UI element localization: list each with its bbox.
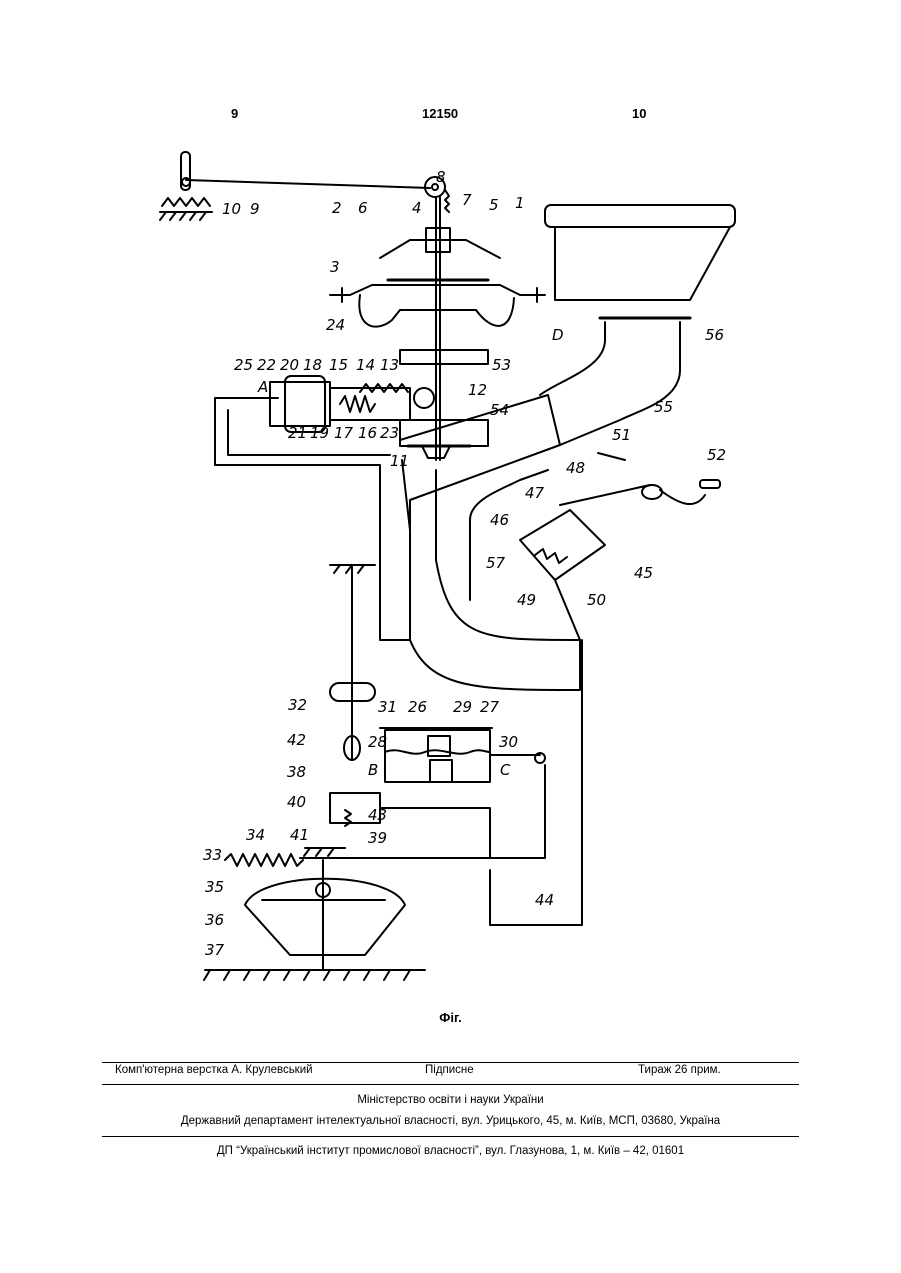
- label-14: 14: [356, 356, 375, 374]
- label-15: 15: [329, 356, 348, 374]
- label-1: 1: [515, 194, 525, 212]
- label-D: D: [552, 326, 564, 344]
- label-47: 47: [525, 484, 545, 502]
- label-9: 9: [250, 200, 260, 218]
- label-51: 51: [612, 426, 631, 444]
- label-50: 50: [587, 591, 606, 609]
- pulley-assembly: [425, 177, 449, 460]
- label-56: 56: [705, 326, 724, 344]
- label-42: 42: [287, 731, 306, 749]
- footer-ministry: Міністерство освіти і науки України: [102, 1094, 799, 1106]
- label-20: 20: [280, 356, 299, 374]
- label-35: 35: [205, 878, 224, 896]
- footer-layout-credit: Комп'ютерна верстка А. Крулевський: [115, 1064, 313, 1076]
- label-C: C: [500, 761, 511, 779]
- label-6: 6: [358, 199, 368, 217]
- label-27: 27: [480, 698, 500, 716]
- label-29: 29: [453, 698, 472, 716]
- label-54: 54: [490, 401, 509, 419]
- footer-signed: Підписне: [425, 1064, 474, 1076]
- figure-labels: 9 10 8 7 5 1 4 6 2 3 24 D 53 12 54 25 22…: [203, 168, 726, 959]
- label-26: 26: [408, 698, 427, 716]
- figure-caption: Фіг.: [0, 1010, 901, 1025]
- label-24: 24: [326, 316, 345, 334]
- label-30: 30: [499, 733, 518, 751]
- label-28: 28: [368, 733, 387, 751]
- label-2: 2: [332, 199, 342, 217]
- sector-assembly: [204, 848, 490, 980]
- label-25: 25: [234, 356, 253, 374]
- label-41: 41: [290, 826, 309, 844]
- label-19: 19: [310, 424, 329, 442]
- label-13: 13: [380, 356, 399, 374]
- label-3: 3: [330, 258, 340, 276]
- footer-rule-middle: [102, 1084, 799, 1085]
- label-33: 33: [203, 846, 222, 864]
- label-21: 21: [288, 424, 307, 442]
- label-31: 31: [378, 698, 397, 716]
- label-37: 37: [205, 941, 225, 959]
- label-40: 40: [287, 793, 306, 811]
- actuator-assembly: [520, 453, 720, 640]
- label-17: 17: [334, 424, 354, 442]
- label-45: 45: [634, 564, 653, 582]
- label-46: 46: [490, 511, 509, 529]
- label-52: 52: [707, 446, 726, 464]
- label-39: 39: [368, 829, 387, 847]
- label-23: 23: [380, 424, 399, 442]
- label-4: 4: [412, 199, 422, 217]
- footer-institute: ДП “Український інститут промислової вла…: [102, 1145, 799, 1157]
- label-5: 5: [489, 196, 499, 214]
- label-43: 43: [368, 806, 387, 824]
- lever-assembly-top-left: [160, 152, 430, 220]
- label-A: A: [257, 378, 268, 396]
- diaphragm-housing: [330, 228, 545, 327]
- label-57: 57: [486, 554, 506, 572]
- label-48: 48: [566, 459, 585, 477]
- footer-circulation: Тираж 26 прим.: [638, 1064, 721, 1076]
- label-10: 10: [222, 200, 241, 218]
- label-36: 36: [205, 911, 224, 929]
- footer-rule-top: [102, 1062, 799, 1063]
- label-8: 8: [436, 168, 446, 186]
- label-38: 38: [287, 763, 306, 781]
- label-B: B: [368, 761, 378, 779]
- label-49: 49: [517, 591, 536, 609]
- label-18: 18: [303, 356, 322, 374]
- label-44: 44: [535, 891, 554, 909]
- label-12: 12: [468, 381, 487, 399]
- footer-department: Державний департамент інтелектуальної вл…: [102, 1115, 799, 1127]
- label-11: 11: [390, 452, 409, 470]
- label-22: 22: [257, 356, 276, 374]
- footer-rule-bottom: [102, 1136, 799, 1137]
- label-16: 16: [358, 424, 377, 442]
- label-7: 7: [462, 191, 472, 209]
- label-32: 32: [288, 696, 307, 714]
- label-55: 55: [654, 398, 673, 416]
- label-53: 53: [492, 356, 511, 374]
- label-34: 34: [246, 826, 265, 844]
